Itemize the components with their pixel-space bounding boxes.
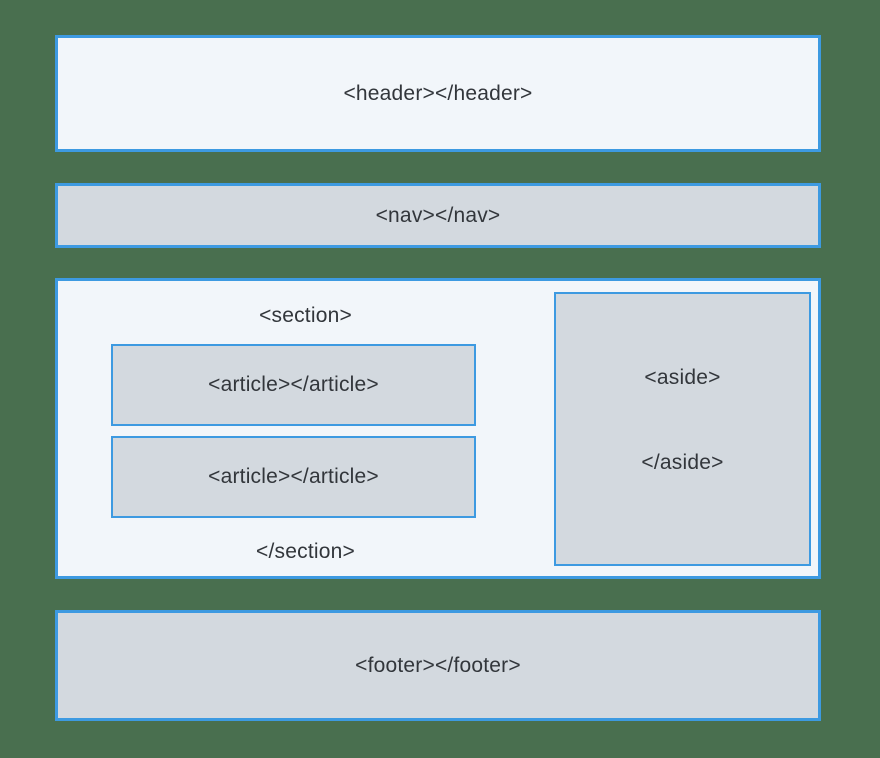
footer-element-box: <footer></footer> <box>55 610 821 721</box>
aside-element-box: <aside> </aside> <box>554 292 811 566</box>
aside-open-tag-label: <aside> <box>644 366 721 389</box>
section-element-box: <section> <article></article> <article><… <box>55 278 821 579</box>
aside-close-tag-label: </aside> <box>641 451 724 474</box>
article-element-box-2: <article></article> <box>111 436 476 518</box>
article-element-box-1: <article></article> <box>111 344 476 426</box>
nav-tag-label: <nav></nav> <box>375 203 501 227</box>
header-element-box: <header></header> <box>55 35 821 152</box>
article-tag-label-2: <article></article> <box>208 465 379 488</box>
nav-element-box: <nav></nav> <box>55 183 821 248</box>
section-close-tag-label: </section> <box>256 540 355 563</box>
article-tag-label-1: <article></article> <box>208 373 379 396</box>
footer-tag-label: <footer></footer> <box>355 653 521 677</box>
header-tag-label: <header></header> <box>343 81 533 105</box>
section-open-tag-label: <section> <box>259 304 352 327</box>
